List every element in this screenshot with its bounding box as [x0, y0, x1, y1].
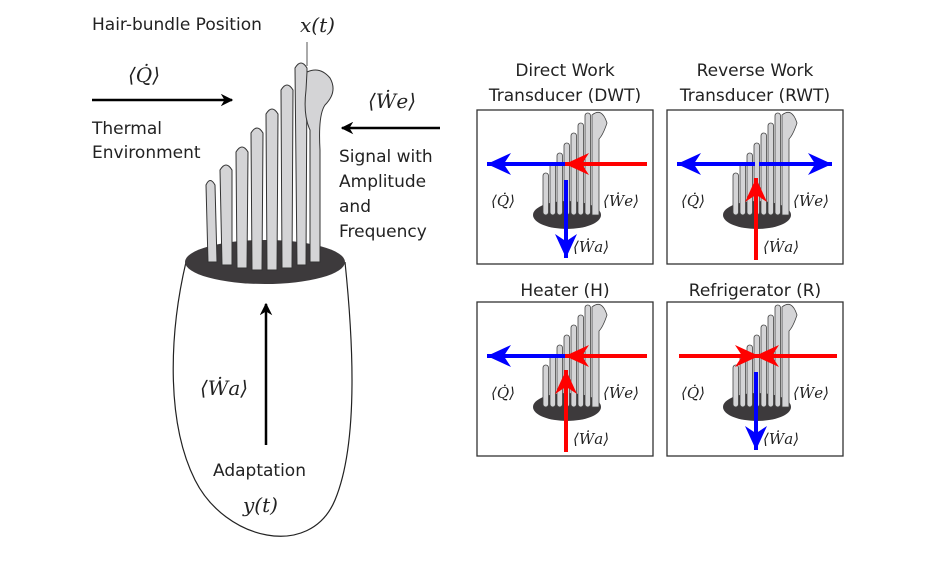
panel-q-label: ⟨Q̇⟩ — [681, 384, 705, 402]
adaptation-label: Adaptation — [213, 461, 306, 481]
panel-subtitle: Transducer (RWT) — [679, 86, 830, 106]
panel-title: Reverse Work — [697, 61, 814, 81]
panel-wa-label: ⟨Ẇa⟩ — [763, 238, 799, 256]
we-arrow — [565, 345, 647, 367]
panel-we-label: ⟨Ẇe⟩ — [793, 384, 829, 402]
panel-q-label: ⟨Q̇⟩ — [681, 192, 705, 210]
panel-title: Refrigerator (R) — [689, 281, 821, 301]
panel-2: Heater (H) ⟨Q̇⟩ ⟨Ẇe⟩ ⟨Ẇa⟩ — [476, 281, 654, 457]
hair-bundle — [205, 62, 334, 271]
we-arrow — [565, 153, 647, 175]
hair-bundle-label: Hair-bundle Position — [92, 15, 262, 35]
panel-q-label: ⟨Q̇⟩ — [491, 192, 515, 210]
wa-label: ⟨Ẇa⟩ — [200, 376, 248, 400]
panel-we-label: ⟨Ẇe⟩ — [793, 192, 829, 210]
panel-q-label: ⟨Q̇⟩ — [491, 384, 515, 402]
panel-wa-label: ⟨Ẇa⟩ — [573, 430, 609, 448]
q-arrow — [487, 345, 565, 367]
wa-arrow — [745, 372, 767, 450]
y-label: y(t) — [242, 493, 278, 517]
panel-title: Heater (H) — [520, 281, 609, 301]
panel-3: Refrigerator (R) ⟨Q̇⟩ ⟨Ẇe⟩ ⟨Ẇa⟩ — [666, 281, 844, 457]
thermal-label-2: Environment — [92, 143, 201, 163]
we-arrow — [755, 345, 837, 367]
panel-we-label: ⟨Ẇe⟩ — [603, 384, 639, 402]
x-label: x(t) — [300, 13, 335, 37]
cell-body — [172, 261, 353, 537]
we-arrow — [759, 153, 832, 175]
q-label: ⟨Q̇⟩ — [128, 63, 160, 87]
wa-arrow — [555, 370, 577, 452]
mini-hair-bundle — [542, 303, 608, 408]
signal-label-1: Signal with — [339, 147, 433, 167]
thermal-label-1: Thermal — [91, 119, 162, 139]
q-arrow — [679, 345, 759, 367]
wa-arrow — [745, 178, 767, 260]
panel-we-label: ⟨Ẇe⟩ — [603, 192, 639, 210]
we-label: ⟨Ẇe⟩ — [368, 89, 416, 113]
panel-wa-label: ⟨Ẇa⟩ — [573, 238, 609, 256]
signal-label-2: Amplitude — [339, 172, 426, 192]
panel-title: Direct Work — [515, 61, 615, 81]
wa-arrow — [555, 180, 577, 258]
q-arrow — [677, 153, 755, 175]
panel-wa-label: ⟨Ẇa⟩ — [763, 430, 799, 448]
signal-label-3: and — [339, 197, 371, 217]
q-arrow — [487, 153, 565, 175]
panel-subtitle: Transducer (DWT) — [488, 86, 641, 106]
signal-label-4: Frequency — [339, 222, 427, 242]
